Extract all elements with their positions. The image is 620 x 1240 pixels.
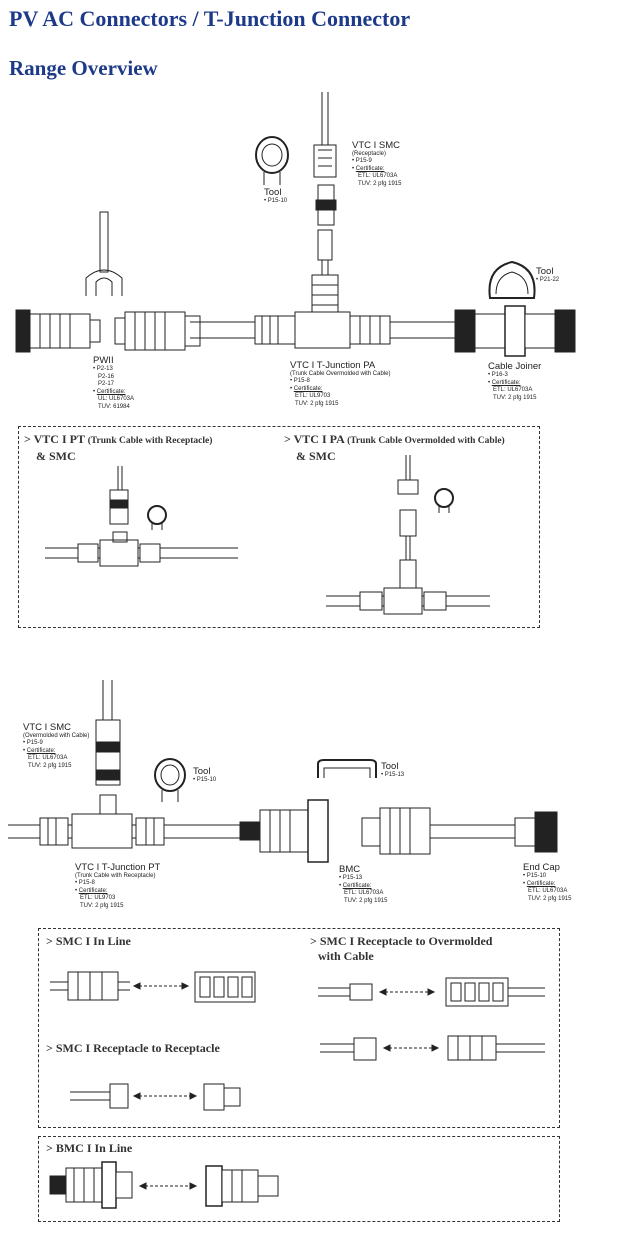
trunk-cable-top xyxy=(190,311,460,349)
label-end-cap: End Cap • P15-10 • Certificate: ETL: UL6… xyxy=(523,862,572,902)
pwii-drawing xyxy=(15,309,201,353)
label-bmc: BMC • P15-13 • Certificate: ETL: UL6703A… xyxy=(339,864,388,904)
vtc-smc-overmolded-drawing xyxy=(95,680,121,816)
vtc-smc-receptacle-drawing xyxy=(311,92,339,321)
label-vtc-smc-overmolded: VTC I SMC (Overmolded with Cable) • P15-… xyxy=(23,722,90,769)
label-vtc-t-junction-pt: VTC I T-Junction PT (Trunk Cable with Re… xyxy=(75,862,161,909)
cable-joiner-drawing xyxy=(454,260,576,357)
vtc-pt-smc-drawing xyxy=(45,466,238,567)
vtc-pa-smc-drawing xyxy=(326,455,490,615)
label-tool-mid-a: Tool • P15-10 xyxy=(193,766,217,783)
wrench-tool-drawing xyxy=(85,211,123,296)
smc-receptacle-receptacle-drawing xyxy=(70,1083,241,1111)
smc-receptacle-receptacle-right-drawing xyxy=(320,1035,545,1061)
box1-right-heading: > VTC I PA (Trunk Cable Overmolded with … xyxy=(284,432,505,463)
bmc-inline-drawing xyxy=(49,1161,279,1209)
tool-drawing-mid-a xyxy=(154,758,186,802)
box2-heading-inline: > SMC I In Line xyxy=(46,934,131,948)
label-tool-mid-b: Tool • P15-13 xyxy=(381,761,405,778)
box2-heading-overmolded: > SMC I Receptacle to Overmolded with Ca… xyxy=(310,934,493,963)
label-pwii: PWII • P2-13 P2-16 P2-17 • Certificate: … xyxy=(93,355,135,410)
bmc-drawing xyxy=(239,799,515,863)
box-smc-variants xyxy=(38,928,560,1128)
label-cable-joiner: Cable Joiner • P16-3 • Certificate: ETL:… xyxy=(488,361,542,401)
box3-heading: > BMC I In Line xyxy=(46,1141,133,1155)
page-title: PV AC Connectors / T-Junction Connector xyxy=(9,6,411,31)
tool-drawing-mid-b xyxy=(317,759,377,778)
smc-receptacle-overmolded-drawing xyxy=(318,977,545,1007)
label-tool-right: Tool • P21-22 xyxy=(536,266,560,283)
box-bmc-inline xyxy=(38,1136,560,1222)
page-subtitle: Range Overview xyxy=(9,56,158,80)
end-cap-drawing xyxy=(514,811,558,853)
box-vtc-smc-combos xyxy=(18,426,540,628)
label-vtc-t-junction-pa: VTC I T-Junction PA (Trunk Cable Overmol… xyxy=(290,360,391,407)
tool-drawing-left xyxy=(255,136,289,185)
vtc-pt-trunk-drawing xyxy=(8,813,240,849)
box2-heading-receptacle: > SMC I Receptacle to Receptacle xyxy=(46,1041,220,1055)
label-vtc-smc-receptacle: VTC I SMC (Receptacle) • P15-9 • Certifi… xyxy=(352,140,402,187)
smc-inline-drawing xyxy=(50,971,256,1003)
box1-left-heading: > VTC I PT (Trunk Cable with Receptacle)… xyxy=(24,432,213,463)
label-tool-left: Tool • P15-10 xyxy=(264,187,288,204)
